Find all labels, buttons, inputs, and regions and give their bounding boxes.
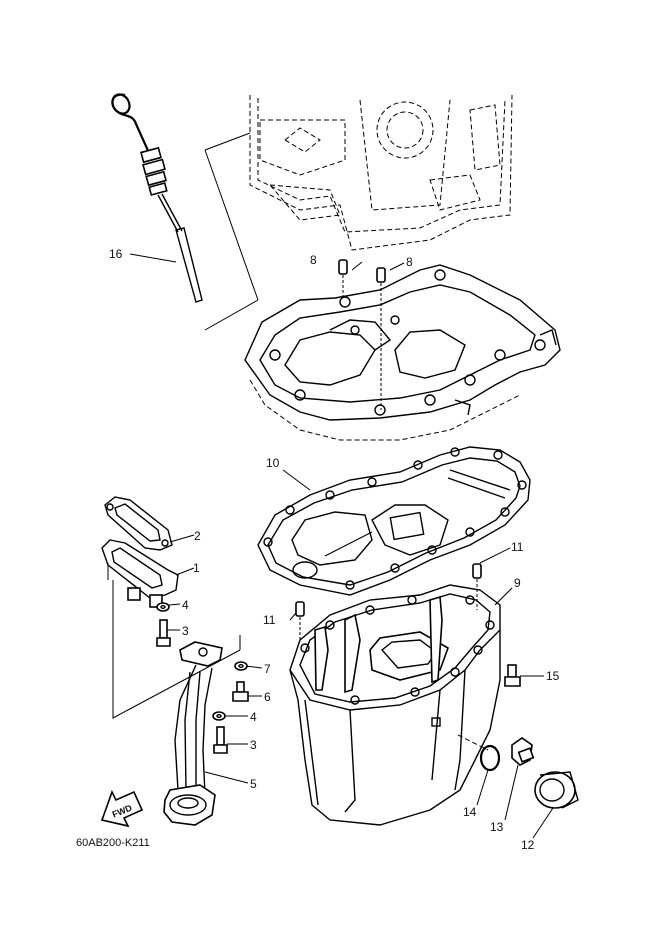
upper-casing-outline — [244, 264, 561, 441]
bolt-6 — [232, 681, 249, 702]
callout-14: 14 — [463, 805, 477, 819]
washer-4-upper — [156, 602, 170, 612]
o-ring — [479, 744, 501, 772]
callout-2: 2 — [194, 529, 201, 543]
bolt-3-lower — [213, 726, 228, 754]
dowel-pin-8-left — [338, 259, 348, 300]
dowel-pin-11-right — [472, 563, 482, 610]
callout-12: 12 — [521, 838, 535, 852]
washer-4-lower — [212, 711, 226, 721]
oil-pan — [289, 584, 501, 826]
callout-15: 15 — [546, 669, 560, 683]
callout-8-left: 8 — [310, 253, 317, 267]
callout-8-right: 8 — [406, 255, 413, 269]
assembly-bracket-lines — [107, 563, 241, 719]
callout-4-upper: 4 — [182, 598, 189, 612]
engine-block-outline — [249, 94, 513, 251]
dipstick — [111, 93, 259, 331]
callout-4-lower: 4 — [250, 710, 257, 724]
callout-3-lower: 3 — [250, 738, 257, 752]
callout-6: 6 — [264, 690, 271, 704]
strainer-bracket — [101, 539, 179, 608]
dowel-pin-11-left — [295, 601, 305, 640]
washer-7 — [234, 661, 248, 671]
callout-11-right: 11 — [511, 540, 524, 554]
callouts: 8 8 16 10 2 1 4 3 7 6 4 3 5 11 11 9 15 1… — [109, 247, 560, 852]
gasket — [257, 446, 531, 596]
callout-5: 5 — [250, 777, 257, 791]
forward-arrow: FWD — [100, 789, 144, 828]
drain-cover — [534, 771, 579, 809]
bolt-15 — [504, 664, 521, 687]
dowel-pin-8-right — [376, 267, 386, 410]
drain-plug — [511, 737, 535, 766]
callout-13: 13 — [490, 820, 504, 834]
callout-10: 10 — [266, 456, 280, 470]
diagram-code: 60AB200-K211 — [76, 837, 150, 849]
callout-7: 7 — [264, 662, 271, 676]
callout-16: 16 — [109, 247, 123, 261]
callout-1: 1 — [193, 561, 200, 575]
bolt-3-upper — [156, 619, 171, 647]
callout-11-left: 11 — [263, 613, 276, 627]
oil-strainer — [163, 641, 223, 826]
callout-3-upper: 3 — [182, 624, 189, 638]
strainer-gasket — [104, 496, 173, 551]
callout-9: 9 — [514, 576, 521, 590]
